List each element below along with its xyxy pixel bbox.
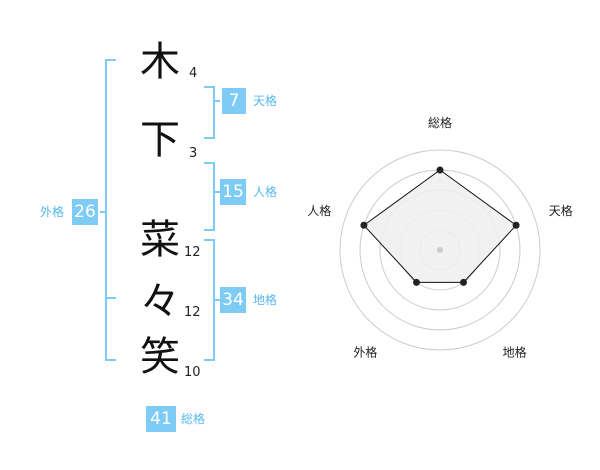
stroke-count-2: 3 xyxy=(189,146,198,161)
stroke-count-4: 12 xyxy=(184,305,201,320)
tenkaku-label: 天格 xyxy=(253,94,278,108)
chikaku-value: 34 xyxy=(220,287,246,313)
radar-center-dot xyxy=(437,247,443,253)
gaikaku-label: 外格 xyxy=(40,205,65,219)
jinkaku-bracket xyxy=(204,162,215,231)
jinkaku-label: 人格 xyxy=(253,185,278,199)
radar-point xyxy=(460,278,468,286)
soukaku-value: 41 xyxy=(146,406,176,432)
radar-polygon xyxy=(363,169,517,283)
gaikaku-value: 26 xyxy=(72,199,98,225)
stroke-count-5: 10 xyxy=(184,365,201,380)
chikaku-label: 地格 xyxy=(253,293,278,307)
radar-point xyxy=(412,278,420,286)
name-char-3: 菜 xyxy=(140,217,180,263)
radar-axis-label: 外格 xyxy=(353,345,377,360)
stroke-count-3: 12 xyxy=(184,245,201,260)
name-char-1: 木 xyxy=(140,39,180,85)
name-char-4: 々 xyxy=(140,279,180,325)
radar-axis-label: 天格 xyxy=(549,203,573,218)
tenkaku-value: 7 xyxy=(222,88,246,114)
radar-axis-label: 地格 xyxy=(503,345,527,360)
jinkaku-value: 15 xyxy=(220,179,246,205)
radar-point xyxy=(436,166,444,174)
radar-ring xyxy=(339,149,541,351)
name-char-5: 笑 xyxy=(140,334,180,380)
radar-point xyxy=(360,221,368,229)
soukaku-label: 総格 xyxy=(181,412,206,426)
stroke-count-1: 4 xyxy=(189,66,198,81)
tenkaku-bracket xyxy=(204,86,215,139)
name-char-2: 下 xyxy=(140,117,180,163)
radar-point xyxy=(512,221,520,229)
radar-axis-label: 人格 xyxy=(307,203,331,218)
gaikaku-bracket xyxy=(105,59,116,361)
radar-axis-label: 総格 xyxy=(428,115,452,130)
